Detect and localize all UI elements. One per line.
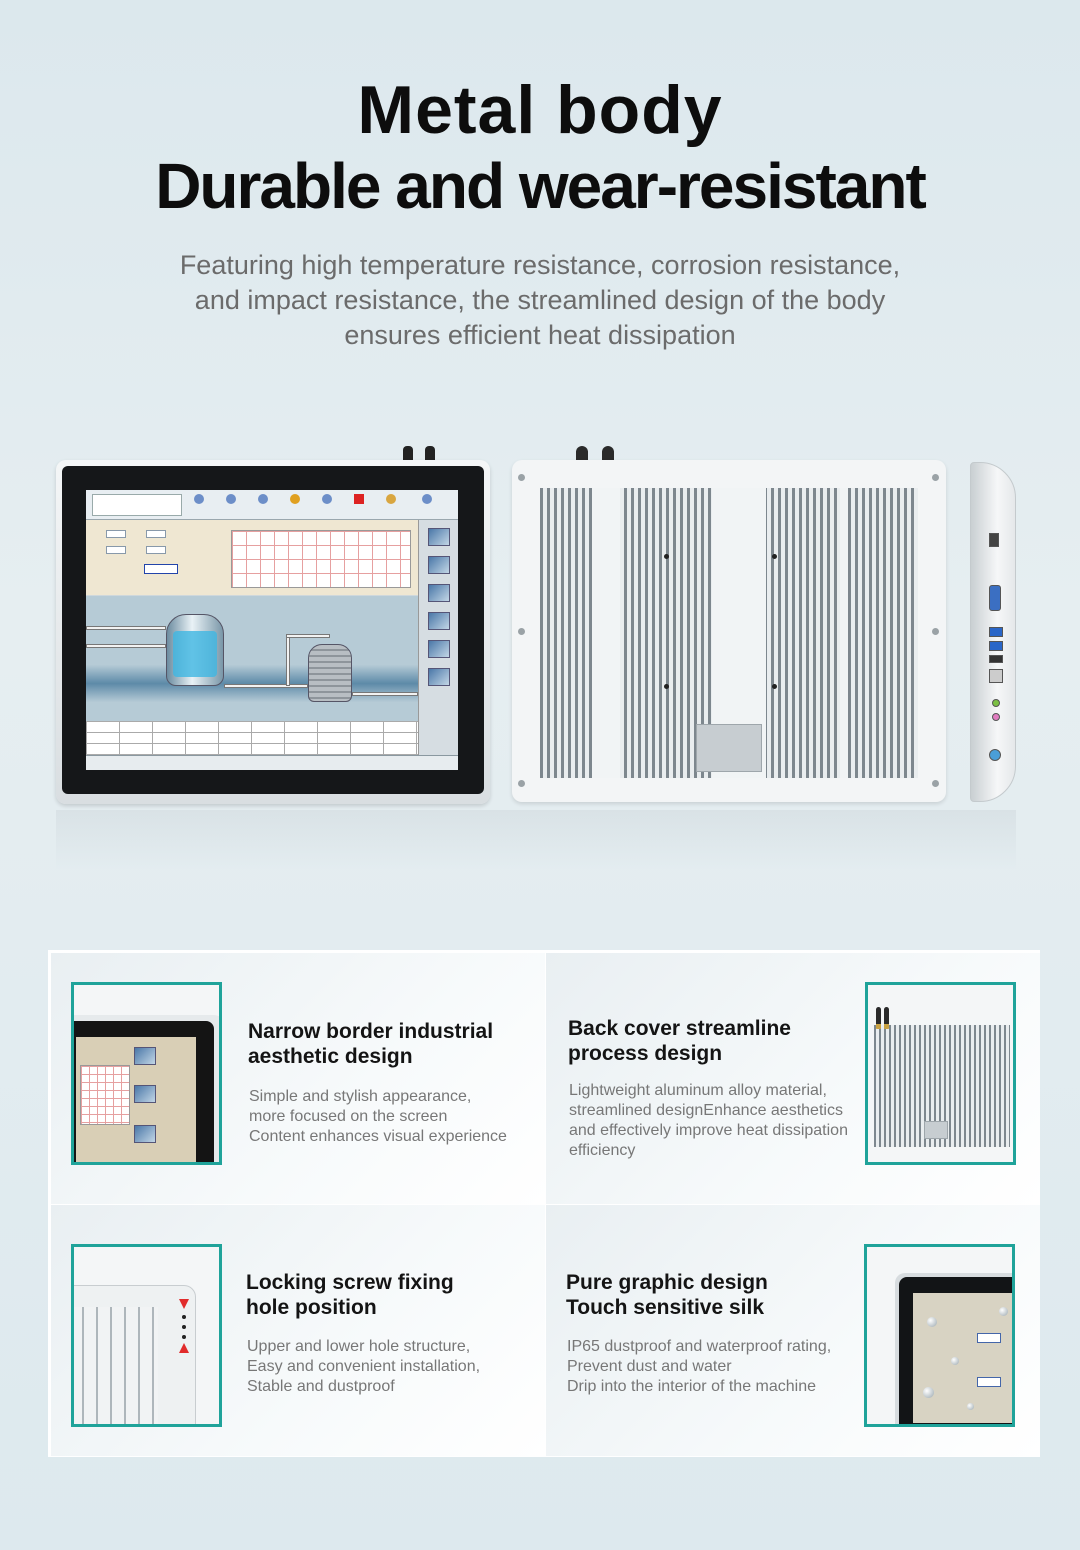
feature-description: Upper and lower hole structure, Easy and… <box>247 1338 481 1395</box>
hmi-mini-button <box>146 530 166 538</box>
screw-icon <box>932 780 939 787</box>
hmi-counter <box>144 564 178 574</box>
hero-section: Metal body Durable and wear-resistant Fe… <box>0 70 1080 353</box>
antenna-icon <box>884 1007 889 1029</box>
mount-hole-icon <box>772 554 777 559</box>
fin-gap <box>840 488 848 778</box>
hmi-tool-icon <box>382 494 400 514</box>
ethernet-port-icon <box>989 669 1003 683</box>
hmi-mini-button <box>106 546 126 554</box>
hmi-mini-button <box>146 546 166 554</box>
screen-app-icon <box>134 1047 156 1065</box>
hmi-trend-chart <box>231 530 411 588</box>
heatsink-fins <box>540 488 918 778</box>
mount-hole-icon <box>664 684 669 689</box>
usb-port-icon <box>989 627 1003 637</box>
locking-screw-thumbnail <box>71 1244 222 1427</box>
water-drop-icon <box>927 1317 937 1327</box>
power-switch-icon <box>989 533 999 547</box>
feature-card-locking-screw: Locking screw fixing hole position Upper… <box>51 1205 545 1456</box>
screen-counter <box>977 1377 1001 1387</box>
feature-card-narrow-border: Narrow border industrial aesthetic desig… <box>51 953 545 1204</box>
hmi-tool-icon <box>286 494 304 514</box>
label-plate <box>696 724 762 772</box>
feature-description: Lightweight aluminum alloy material, str… <box>569 1082 848 1159</box>
hmi-toolbar <box>86 490 458 520</box>
screw-icon <box>932 474 939 481</box>
pipe <box>224 684 308 688</box>
pipe <box>286 634 290 686</box>
water-drop-icon <box>967 1403 974 1410</box>
screw-icon <box>518 780 525 787</box>
product-back-view-image <box>512 460 946 802</box>
mount-hole-icon <box>772 684 777 689</box>
audio-in-icon <box>992 713 1000 721</box>
hmi-status-bar <box>86 755 458 770</box>
mount-hole-icon <box>664 554 669 559</box>
water-drop-icon <box>923 1387 934 1398</box>
feature-card-touch-silk: Pure graphic design Touch sensitive silk… <box>546 1205 1040 1456</box>
feature-description: IP65 dustproof and waterproof rating, Pr… <box>567 1338 832 1395</box>
screen-app-icon <box>134 1125 156 1143</box>
usb-port-icon <box>989 641 1003 651</box>
screw-icon <box>932 628 939 635</box>
pipe <box>286 634 330 638</box>
headline-line-1: Metal body <box>357 72 723 148</box>
feature-card-back-cover: Back cover streamline process design Lig… <box>546 953 1040 1204</box>
hmi-tool-icon <box>190 494 208 514</box>
feature-title: Pure graphic design Touch sensitive silk <box>566 1271 768 1319</box>
antenna-connector-icon <box>425 446 435 462</box>
usb-port-icon <box>989 655 1003 663</box>
pipe <box>86 626 166 630</box>
hmi-tool-icon <box>418 494 436 514</box>
fin-gap <box>592 488 620 778</box>
product-front-view-image <box>56 460 490 804</box>
pipe <box>352 692 418 696</box>
screw-hole-icon <box>182 1315 186 1319</box>
screw-hole-icon <box>182 1325 186 1329</box>
product-side-view-image <box>970 462 1016 802</box>
audio-out-icon <box>992 699 1000 707</box>
back-cover-thumbnail <box>865 982 1016 1165</box>
feature-title: Locking screw fixing hole position <box>246 1271 454 1319</box>
antenna-connector-icon <box>403 446 413 462</box>
hmi-process-diagram <box>86 596 418 721</box>
product-reflection <box>56 810 1016 870</box>
feature-grid: Narrow border industrial aesthetic desig… <box>48 950 1040 1457</box>
antenna-icon <box>876 1007 881 1029</box>
hmi-mini-button <box>106 530 126 538</box>
arrow-up-icon <box>179 1343 189 1353</box>
vga-port-icon <box>989 585 1001 611</box>
pipe <box>86 644 166 648</box>
feature-description: Simple and stylish appearance, more focu… <box>249 1088 507 1145</box>
headline-line-2: Durable and wear-resistant <box>155 150 927 222</box>
hmi-tool-icon <box>350 494 368 514</box>
screen-app-icon <box>134 1085 156 1103</box>
hmi-screen-illustration <box>86 490 458 770</box>
hmi-tool-icon <box>318 494 336 514</box>
screw-icon <box>518 474 525 481</box>
water-drop-icon <box>951 1357 959 1365</box>
hmi-side-menu <box>418 520 458 755</box>
touch-silk-thumbnail <box>864 1244 1015 1427</box>
feature-title: Narrow border industrial aesthetic desig… <box>248 1020 494 1068</box>
hmi-data-table <box>86 721 418 755</box>
water-drop-icon <box>999 1307 1008 1316</box>
screw-icon <box>518 628 525 635</box>
narrow-border-thumbnail <box>71 982 222 1165</box>
hmi-tool-icon <box>222 494 240 514</box>
storage-tank-icon <box>308 644 352 702</box>
hmi-title-box <box>92 494 182 516</box>
screen-counter <box>977 1333 1001 1343</box>
power-port-icon <box>989 749 1001 761</box>
feature-title: Back cover streamline process design <box>568 1017 791 1065</box>
headline-subtitle: Featuring high temperature resistance, c… <box>179 250 901 350</box>
reactor-tank-icon <box>166 614 224 686</box>
screw-hole-icon <box>182 1335 186 1339</box>
arrow-down-icon <box>179 1299 189 1309</box>
hmi-tool-icon <box>254 494 272 514</box>
